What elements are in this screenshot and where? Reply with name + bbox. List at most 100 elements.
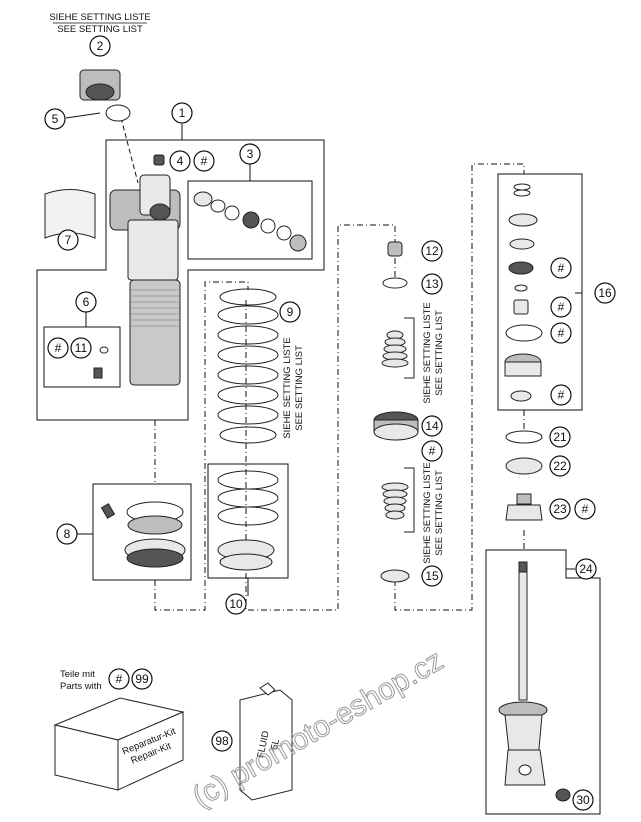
callout-3: 3 [239, 143, 261, 165]
header-line2: SEE SETTING LIST [57, 24, 143, 35]
part-bushing-30 [555, 788, 571, 802]
callout-4: 4 [169, 150, 191, 172]
part-shim-stack-lower [381, 482, 409, 520]
svg-text:#: # [429, 444, 436, 458]
center-line-2 [245, 224, 396, 611]
callout-16-hash-3: # [550, 322, 572, 344]
svg-text:9: 9 [287, 305, 294, 319]
part-bushing-22 [505, 457, 543, 475]
callout-16-hash-4: # [550, 384, 572, 406]
svg-text:10: 10 [229, 597, 243, 611]
svg-text:#: # [116, 672, 123, 686]
callout-16-hash-2: # [550, 296, 572, 318]
svg-text:13: 13 [425, 277, 439, 291]
repair-kit-box: Reparatur-Kit Repair-Kit [53, 697, 185, 791]
svg-text:8: 8 [64, 527, 71, 541]
group-6-frame [43, 326, 121, 388]
svg-text:#: # [558, 261, 565, 275]
svg-text:23: 23 [553, 502, 567, 516]
svg-text:5: 5 [52, 112, 59, 126]
svg-text:6: 6 [83, 295, 90, 309]
part-piston-rod-24 [498, 561, 548, 786]
svg-text:16: 16 [598, 286, 612, 300]
main-assembly-frame [36, 139, 325, 421]
part-washer-15 [380, 569, 410, 583]
part-circlip-21 [505, 430, 543, 444]
callout-99: 99 [131, 668, 153, 690]
part-washer-13 [382, 277, 408, 289]
callout-1: 1 [171, 102, 193, 124]
group-16-frame [497, 173, 583, 411]
callout-11: 11 [70, 337, 92, 359]
part-reservoir-cap [79, 69, 131, 122]
callout-16: 16 [594, 282, 616, 304]
watermark: (c) promoto-eshop.cz [187, 644, 449, 814]
callout-98: 98 [211, 730, 233, 752]
fluid-canister: FLUID 5L [239, 682, 293, 801]
center-line-1 [154, 281, 249, 611]
part-spring-seat-10 [217, 470, 279, 571]
setting-label-lower-2: SEE SETTING LIST [434, 470, 445, 556]
svg-text:3: 3 [247, 147, 254, 161]
svg-text:2: 2 [97, 39, 104, 53]
part-seal-set-3 [193, 191, 307, 252]
legend-line1: Teile mit [60, 669, 95, 680]
part-set-16 [504, 183, 543, 402]
callout-22: 22 [549, 455, 571, 477]
callout-4-hash: # [193, 150, 215, 172]
fluid-label-2: 5L [269, 738, 282, 751]
svg-text:24: 24 [579, 562, 593, 576]
callout-30: 30 [572, 789, 594, 811]
callout-14-hash: # [421, 440, 443, 462]
callout-13: 13 [421, 273, 443, 295]
callout-23-hash: # [574, 498, 596, 520]
svg-text:#: # [201, 154, 208, 168]
part-piston-14 [373, 411, 419, 441]
callout-5: 5 [44, 108, 66, 130]
setting-label-upper-1: SIEHE SETTING LISTE [422, 302, 433, 403]
svg-text:#: # [55, 341, 62, 355]
callout-8: 8 [56, 523, 78, 545]
part-spring-collar-8 [100, 501, 186, 568]
group-8-frame [92, 483, 192, 581]
callout-23: 23 [549, 498, 571, 520]
part-bleed-screw-6 [93, 346, 109, 379]
group-24-frame [485, 549, 601, 815]
part-nut-4 [153, 154, 165, 166]
svg-text:14: 14 [425, 419, 439, 433]
svg-text:#: # [558, 388, 565, 402]
callout-2: 2 [89, 35, 111, 57]
callout-21: 21 [549, 426, 571, 448]
setting-label-spring-1: SIEHE SETTING LISTE [282, 337, 293, 438]
callout-7: 7 [57, 229, 79, 251]
svg-text:#: # [558, 326, 565, 340]
svg-text:99: 99 [135, 672, 149, 686]
setting-label-upper-2: SEE SETTING LIST [434, 310, 445, 396]
callout-15: 15 [421, 565, 443, 587]
svg-text:4: 4 [177, 154, 184, 168]
callout-6: 6 [75, 291, 97, 313]
svg-text:#: # [558, 300, 565, 314]
header-line1: SIEHE SETTING LISTE [49, 12, 150, 23]
part-seal-head-23 [505, 493, 543, 521]
part-shim-stack-upper [381, 330, 409, 368]
part-shock-body [109, 174, 181, 386]
svg-text:11: 11 [75, 341, 88, 355]
setting-label-lower-1: SIEHE SETTING LISTE [422, 462, 433, 563]
part-spring-9 [217, 288, 279, 444]
callout-10: 10 [225, 593, 247, 615]
svg-text:7: 7 [65, 233, 72, 247]
part-guard-7 [44, 189, 96, 239]
svg-text:15: 15 [425, 569, 439, 583]
callout-6-hash: # [47, 337, 69, 359]
svg-text:98: 98 [215, 734, 229, 748]
svg-text:30: 30 [576, 793, 590, 807]
callout-24: 24 [575, 558, 597, 580]
svg-text:#: # [582, 502, 589, 516]
callout-12: 12 [421, 240, 443, 262]
setting-label-spring-2: SEE SETTING LIST [294, 345, 305, 431]
callout-legend-hash: # [108, 668, 130, 690]
svg-text:21: 21 [553, 430, 567, 444]
svg-text:12: 12 [425, 244, 439, 258]
